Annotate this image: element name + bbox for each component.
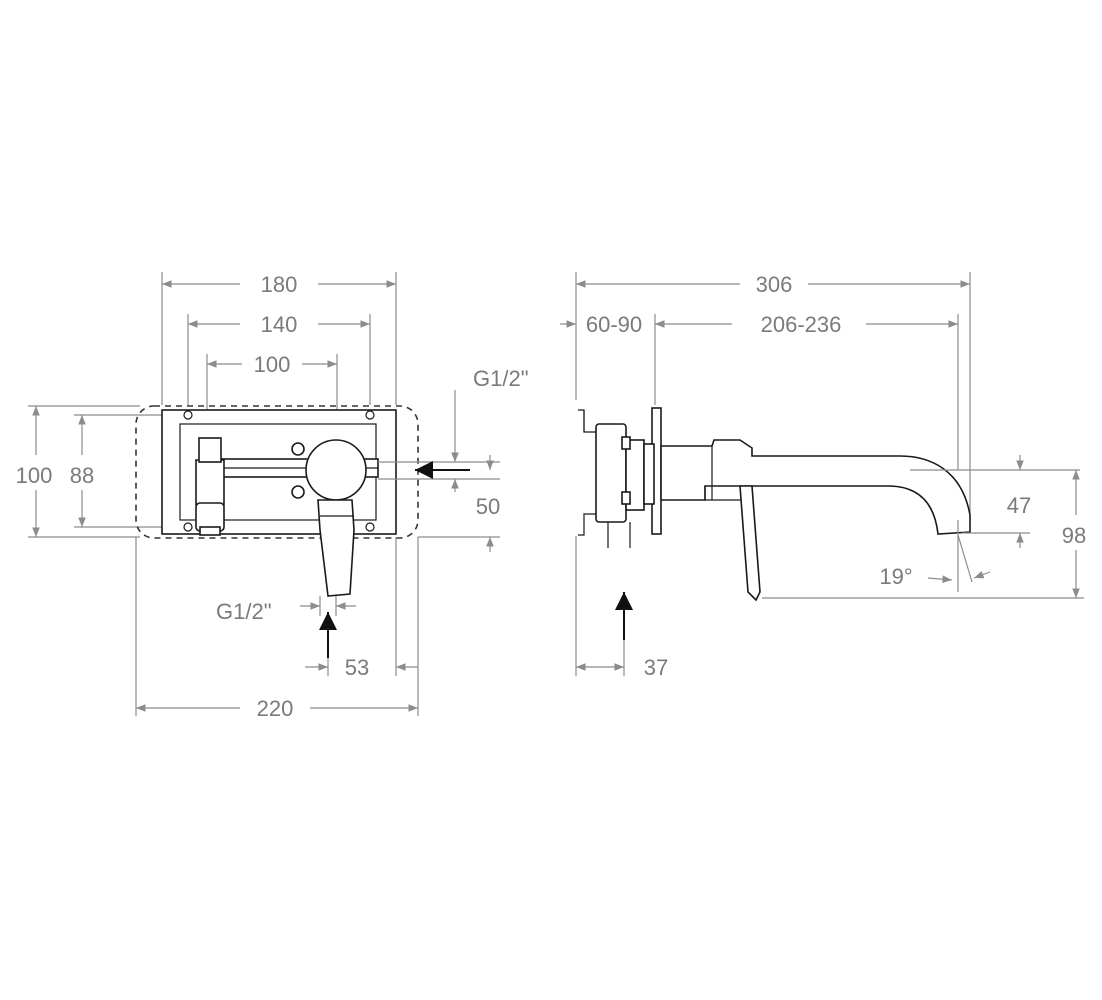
dim-60-90: 60-90 (586, 312, 642, 337)
dim-98: 98 (1062, 523, 1086, 548)
dim-37: 37 (644, 655, 668, 680)
side-view: 306 60-90 206-236 47 (560, 272, 1086, 680)
dim-220: 220 (257, 696, 294, 721)
angle-19: 19° (879, 564, 912, 589)
dim-140: 140 (261, 312, 298, 337)
dim-100-left: 100 (16, 463, 53, 488)
dim-88: 88 (70, 463, 94, 488)
dim-100-top: 100 (254, 352, 291, 377)
dim-53: 53 (345, 655, 369, 680)
thread-label-right: G1/2" (473, 366, 529, 391)
dim-180: 180 (261, 272, 298, 297)
dim-206-236: 206-236 (761, 312, 842, 337)
dim-306: 306 (756, 272, 793, 297)
dim-50: 50 (476, 494, 500, 519)
dim-47: 47 (1007, 493, 1031, 518)
thread-label-bottom: G1/2" (216, 599, 272, 624)
front-view: 180 140 100 100 88 (16, 272, 529, 721)
